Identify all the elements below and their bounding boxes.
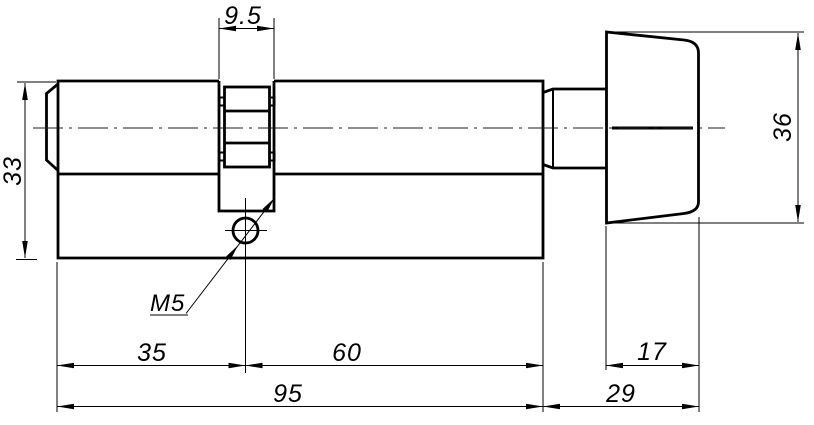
dim-knob-height-label: 36 [769,112,797,142]
dimension-labels: 9.5 33 36 M5 35 60 17 95 29 [0,2,797,408]
dim-body-length-label: 95 [273,380,303,408]
thread-callout-label: M5 [150,290,185,317]
leader-arrowhead-hole [226,245,238,260]
thread-leader [150,197,275,316]
cylinder-body [45,79,545,260]
front-nose-chamfer [45,82,59,172]
cam-gear-tab-right-bottom [268,151,276,162]
knob-outline [605,30,700,225]
dim-body-height-label: 33 [0,156,27,186]
dim-rear-length-label: 60 [332,339,362,367]
cam-gear-tab-left-top [218,96,226,107]
leader-arrowhead-slot [262,198,275,213]
cam-gear-tab-right-top [268,96,276,107]
extension-lines [16,18,804,412]
dimension-lines [22,25,801,410]
dim-cam-slot-label: 9.5 [224,2,262,30]
cam-gear-tab-left-bottom [218,151,226,162]
dim-front-length-label: 35 [137,339,167,367]
cam-gear [218,85,276,169]
dim-knob-length-label: 29 [605,380,636,408]
cam-gear-body [223,85,271,169]
body-outline [56,79,545,260]
dim-knob-grip-label: 17 [637,338,667,366]
cam-slot-walls [217,81,276,213]
